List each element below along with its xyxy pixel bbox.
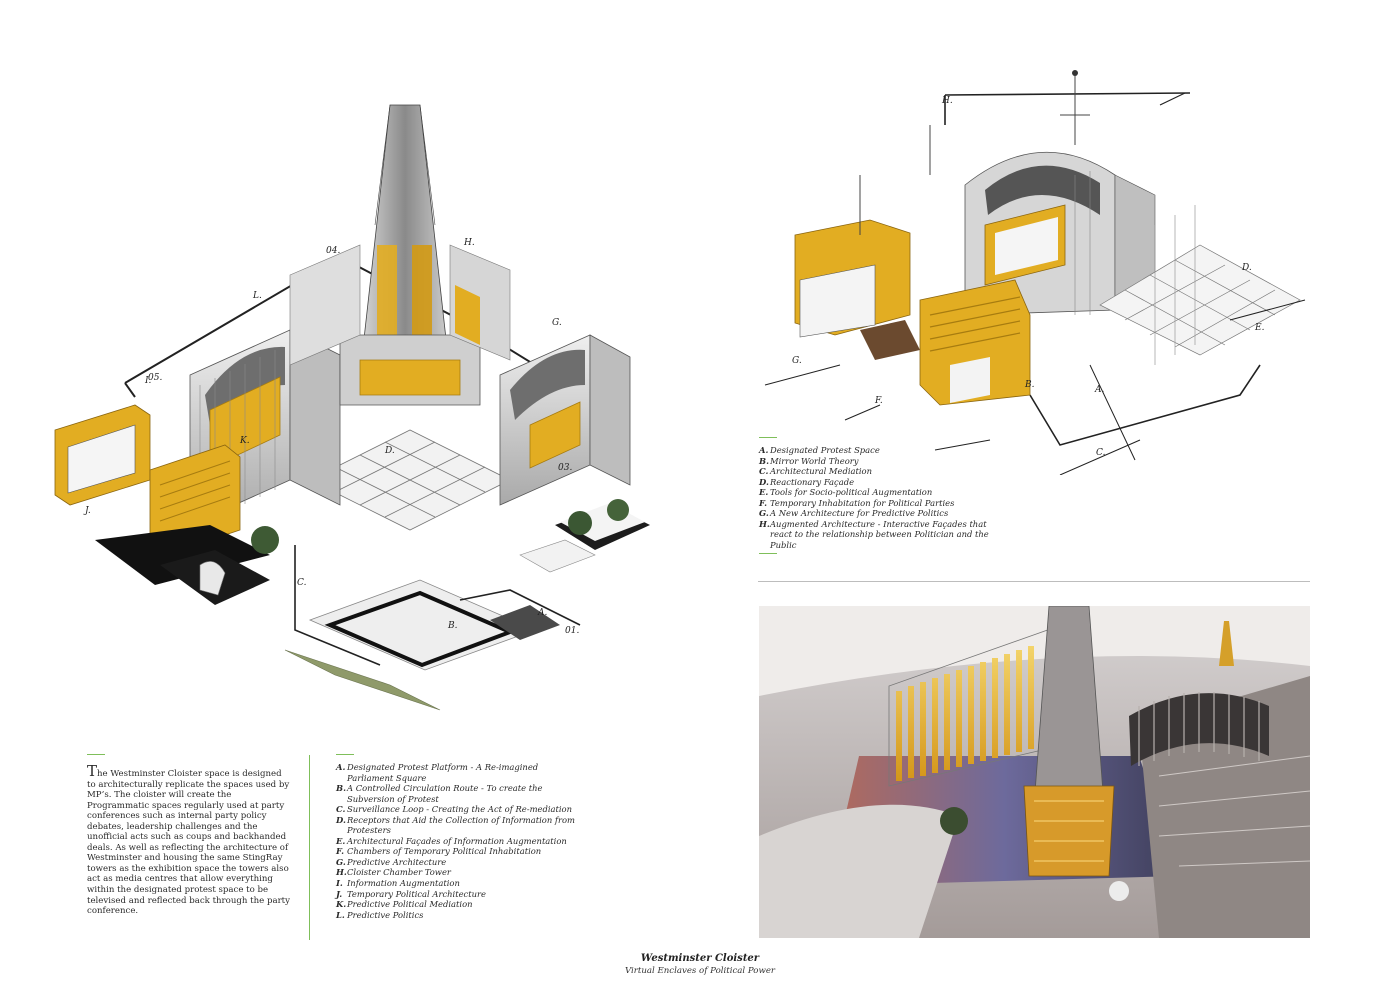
list-item: G.A New Architecture for Predictive Poli… xyxy=(759,508,949,519)
label-05: 05. xyxy=(148,373,162,383)
list-item: K.Predictive Political Mediation xyxy=(336,899,473,910)
label-04: 04. xyxy=(326,246,340,256)
page-title: Westminster Cloister xyxy=(640,953,760,964)
main-legend-rule xyxy=(336,754,354,755)
main-legend: A.Designated Protest Platform - A Re-ima… xyxy=(336,762,581,920)
column-divider xyxy=(309,755,310,940)
central-tower xyxy=(289,104,511,406)
right-planter xyxy=(519,499,650,573)
list-item: D.Receptors that Aid the Collection of I… xyxy=(336,814,575,836)
main-axonometric-drawing: 04. 05. 03. 01. A. B. C. D. G. H. I. J. … xyxy=(54,104,650,711)
label-h: H. xyxy=(463,238,475,248)
label-i: I. xyxy=(144,376,152,386)
list-item: B.A Controlled Circulation Route - To cr… xyxy=(336,783,543,804)
label-03: 03. xyxy=(558,463,572,473)
detail-legend-rule-end xyxy=(759,553,777,554)
detail-left-pod xyxy=(794,219,911,338)
label-j: J. xyxy=(83,506,91,516)
list-item: A.Designated Protest Space xyxy=(759,445,880,455)
detail-label-d: D. xyxy=(1241,263,1252,273)
right-chamber xyxy=(499,334,631,506)
label-l: L. xyxy=(252,291,262,301)
left-chamber xyxy=(189,329,341,526)
detail-label-c: C. xyxy=(1096,448,1106,458)
detail-lower-pod xyxy=(860,279,1031,406)
render-tower xyxy=(1023,606,1115,877)
detail-legend: A.Designated Protest Space B.Mirror Worl… xyxy=(759,445,994,550)
detail-label-e: E. xyxy=(1254,323,1265,333)
detail-label-b: B. xyxy=(1024,380,1035,390)
list-item: H.Cloister Chamber Tower xyxy=(336,867,451,878)
list-item: A.Designated Protest Platform - A Re-ima… xyxy=(336,762,539,783)
detail-label-g: G. xyxy=(792,356,802,366)
detail-axonometric-drawing: A. B. C. D. E. F. G. H. xyxy=(764,70,1306,475)
list-item: F.Chambers of Temporary Political Inhabi… xyxy=(336,846,542,857)
list-item: F.Temporary Inhabitation for Political P… xyxy=(759,497,955,508)
label-g: G. xyxy=(552,318,562,328)
list-item: H.Augmented Architecture - Interactive F… xyxy=(759,518,989,550)
intro-dropcap: T xyxy=(87,762,98,780)
list-item: D.Reactionary Façade xyxy=(759,476,855,487)
list-item: E.Architectural Façades of Information A… xyxy=(336,835,567,846)
detail-label-f: F. xyxy=(874,396,883,406)
label-a: A. xyxy=(537,608,547,618)
detail-grid-plane xyxy=(1099,205,1301,365)
label-01: 01. xyxy=(565,626,579,636)
label-d: D. xyxy=(384,446,395,456)
intro-rule xyxy=(87,754,105,755)
detail-label-h: H. xyxy=(941,96,953,106)
list-item: G.Predictive Architecture xyxy=(336,856,447,867)
label-b: B. xyxy=(447,621,458,631)
list-item: C.Surveillance Loop - Creating the Act o… xyxy=(336,804,572,815)
label-k: K. xyxy=(239,436,250,446)
list-item: C.Architectural Mediation xyxy=(759,466,872,477)
perspective-render xyxy=(759,606,1310,938)
detail-label-a: A. xyxy=(1094,385,1104,395)
detail-legend-rule xyxy=(759,437,777,438)
intro-text: he Westminster Cloister space is designe… xyxy=(87,769,290,917)
label-c: C. xyxy=(297,578,307,588)
list-item: I.Information Augmentation xyxy=(336,878,460,889)
list-item: E.Tools for Socio-political Augmentation xyxy=(759,487,933,498)
list-item: L.Predictive Politics xyxy=(336,909,424,920)
left-exploded-pods xyxy=(54,404,279,605)
intro-paragraph: The Westminster Cloister space is design… xyxy=(87,764,292,917)
circulation-route-line xyxy=(294,545,581,666)
page-subtitle: Virtual Enclaves of Political Power xyxy=(624,966,776,976)
list-item: J.Temporary Political Architecture xyxy=(336,888,486,899)
section-divider xyxy=(758,581,1310,582)
protest-platform xyxy=(284,579,560,711)
list-item: B.Mirror World Theory xyxy=(759,455,859,466)
